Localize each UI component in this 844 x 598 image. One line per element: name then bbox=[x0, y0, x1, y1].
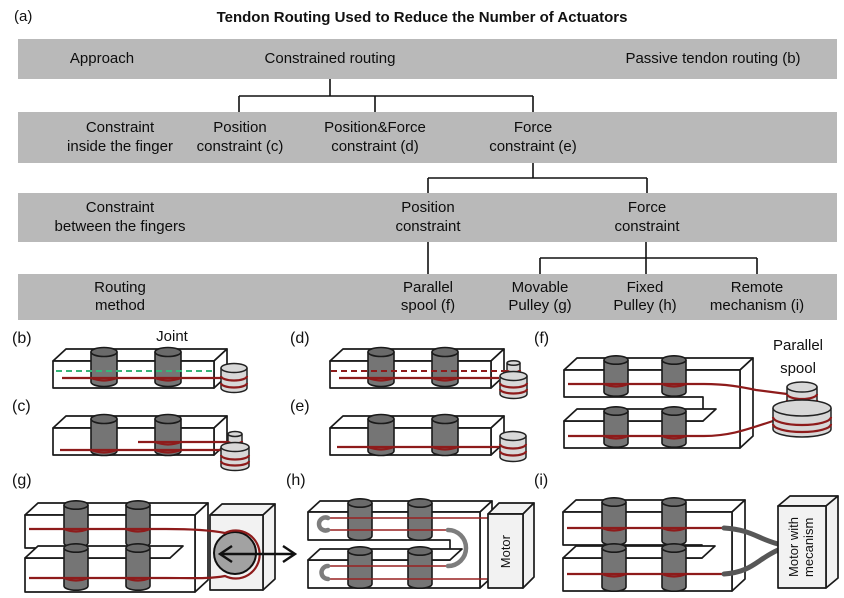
tendon-line bbox=[62, 376, 222, 382]
motor-mechanism-box bbox=[777, 495, 839, 589]
diagram-g bbox=[24, 500, 298, 593]
node-approach: Approach bbox=[69, 49, 135, 67]
tendon-lines bbox=[326, 517, 498, 580]
panel-label-e: (e) bbox=[290, 398, 310, 415]
joint-annotation: Joint bbox=[156, 328, 188, 345]
node-constraint-inside-finger: Constraint inside the finger bbox=[67, 119, 173, 155]
diagram-i bbox=[562, 495, 839, 592]
tendon-upper bbox=[138, 440, 228, 446]
panel-label-c: (c) bbox=[12, 398, 31, 415]
tree-row-2-bar bbox=[18, 112, 837, 163]
node-routing-method: Routing method bbox=[94, 278, 146, 314]
tendon-line bbox=[337, 445, 500, 451]
joint-cylinder bbox=[601, 497, 687, 592]
node-position-constraint: Position constraint bbox=[395, 199, 461, 235]
transmission-cables bbox=[721, 525, 781, 577]
tree-row-4-bar bbox=[18, 274, 837, 320]
finger-box bbox=[52, 348, 228, 389]
tree-row-3-bar bbox=[18, 193, 837, 242]
node-parallel-spool-f: Parallel spool (f) bbox=[400, 278, 456, 314]
tendon-lower bbox=[568, 419, 774, 440]
node-force-constraint-e: Force constraint (e) bbox=[489, 119, 577, 155]
spool bbox=[498, 430, 528, 463]
node-force-constraint: Force constraint bbox=[614, 199, 680, 235]
diagram-b bbox=[52, 346, 249, 394]
tree-connectors bbox=[238, 79, 758, 274]
spool bbox=[219, 362, 249, 394]
diagram-h bbox=[307, 498, 535, 589]
panel-label-h: (h) bbox=[286, 472, 306, 489]
parallel-spool-annotation: Parallel spool bbox=[772, 337, 824, 377]
tendon-lower bbox=[567, 572, 724, 578]
node-fixed-pulley-h: Fixed Pulley (h) bbox=[613, 278, 677, 314]
panel-label-b: (b) bbox=[12, 330, 32, 347]
fixed-pulley-arcs bbox=[316, 515, 469, 582]
two-finger-fork bbox=[562, 499, 746, 592]
two-tier-spool bbox=[498, 359, 529, 400]
joint-cylinder bbox=[603, 354, 687, 448]
panel-label-f: (f) bbox=[534, 330, 550, 347]
pulley-motion-arrow bbox=[217, 545, 298, 563]
node-constrained-routing: Constrained routing bbox=[264, 49, 396, 67]
finger-box bbox=[329, 415, 505, 456]
diagram-f bbox=[563, 354, 833, 449]
tendon-upper bbox=[568, 382, 788, 396]
panel-label-i: (i) bbox=[534, 472, 549, 489]
figure-title: Tendon Routing Used to Reduce the Number… bbox=[216, 9, 628, 26]
node-passive-tendon-routing: Passive tendon routing (b) bbox=[625, 49, 801, 67]
node-remote-mechanism-i: Remote mechanism (i) bbox=[709, 278, 805, 314]
node-position-constraint-c: Position constraint (c) bbox=[196, 119, 284, 155]
joint-cylinder bbox=[63, 500, 151, 591]
tree-row-1-bar bbox=[18, 39, 837, 79]
panel-label-d: (d) bbox=[290, 330, 310, 347]
two-tier-spool bbox=[219, 430, 251, 472]
figure-label-a: (a) bbox=[14, 8, 33, 25]
node-movable-pulley-g: Movable Pulley (g) bbox=[508, 278, 572, 314]
node-position-force-constraint-d: Position&Force constraint (d) bbox=[324, 119, 426, 155]
panel-label-g: (g) bbox=[12, 472, 32, 489]
diagram-c bbox=[52, 413, 251, 472]
tendon-solid bbox=[339, 376, 499, 382]
finger-box bbox=[329, 348, 505, 389]
tendon-upper bbox=[567, 526, 724, 532]
diagram-d bbox=[329, 346, 529, 400]
motor-box bbox=[487, 502, 535, 589]
joint-cylinder bbox=[90, 413, 182, 457]
parallel-spool bbox=[771, 381, 833, 438]
node-constraint-between-fingers: Constraint between the fingers bbox=[54, 199, 186, 235]
motor-label: Motor bbox=[497, 535, 513, 569]
motor-with-mechanism-label: Motor with mecanism bbox=[786, 517, 816, 577]
tendon-lower bbox=[60, 448, 221, 454]
diagram-e bbox=[329, 413, 528, 463]
